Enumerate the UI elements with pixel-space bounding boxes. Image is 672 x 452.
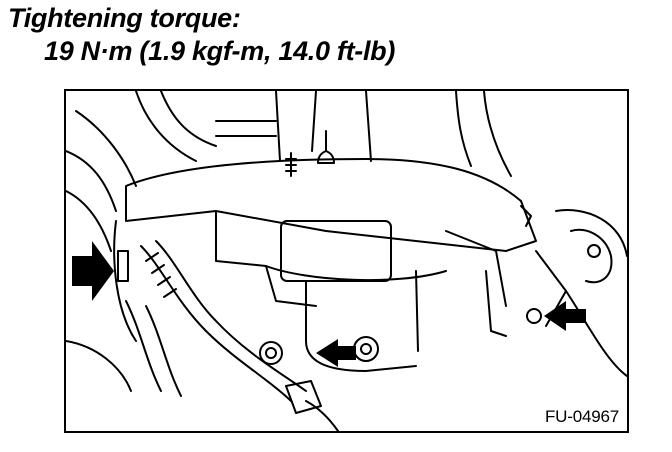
torque-value: 19 N·m (1.9 kgf-m, 14.0 ft-lb): [44, 36, 396, 66]
sensor-connector: [485, 209, 627, 377]
torque-heading: Tightening torque: 19 N·m (1.9 kgf-m, 14…: [8, 2, 395, 68]
bolts: [117, 130, 542, 365]
engine-line-drawing: [66, 91, 627, 431]
engine-illustration-frame: FU-04967: [64, 89, 629, 433]
wiring-harness: [66, 190, 339, 431]
intake-housing: [113, 158, 537, 372]
arrow-center-bolt: [316, 339, 356, 367]
figure-code: FU-04967: [545, 407, 619, 426]
arrow-right-bolt: [544, 301, 586, 331]
arrow-left-bolt: [72, 241, 114, 301]
upper-manifold-lines: [66, 91, 512, 212]
location-arrows: [72, 241, 586, 367]
torque-label: Tightening torque:: [8, 3, 241, 33]
